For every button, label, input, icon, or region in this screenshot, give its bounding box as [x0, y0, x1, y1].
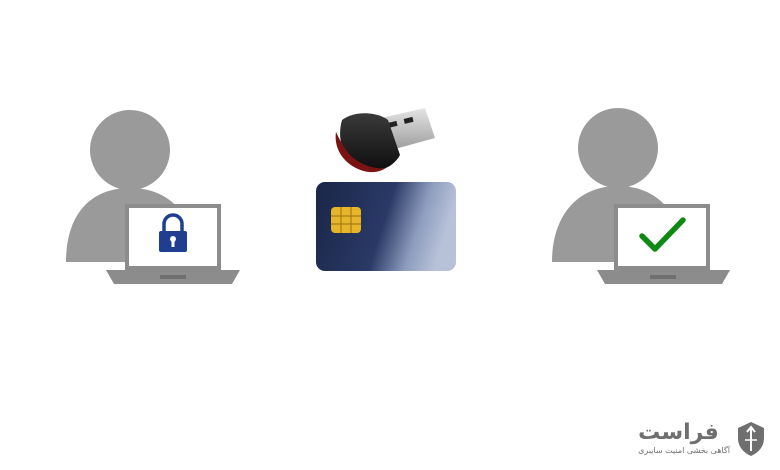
- left-user: [66, 110, 240, 284]
- card-chip: [331, 207, 361, 233]
- laptop-icon: [597, 204, 730, 284]
- padlock-icon: [159, 213, 187, 252]
- smart-card-icon: [316, 182, 456, 271]
- usb-token-icon: [335, 108, 435, 173]
- brand-name: فراست: [638, 420, 719, 445]
- checkmark-icon: [639, 217, 686, 252]
- brand-tagline: آگاهی بخشی امنیت سایبری: [638, 446, 730, 455]
- brand-logo: فراست آگاهی بخشی امنیت سایبری: [638, 420, 766, 458]
- shield-logo-icon: [738, 422, 764, 456]
- right-user: [552, 108, 730, 284]
